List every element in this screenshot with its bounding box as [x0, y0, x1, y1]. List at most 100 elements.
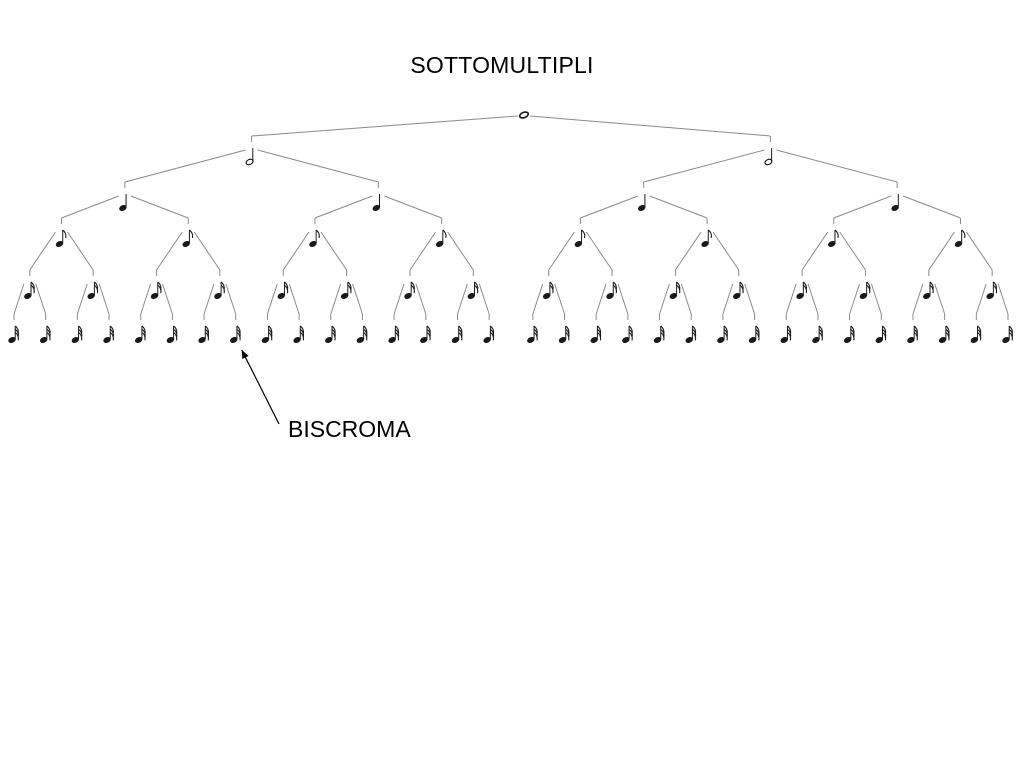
tree-branch	[266, 283, 278, 315]
tree-branch	[595, 283, 607, 315]
semiquaver-icon	[733, 281, 744, 300]
demisemiquaver-icon	[558, 325, 570, 344]
demisemiquaver-icon	[685, 325, 697, 344]
tree-branch	[617, 283, 629, 315]
tree-branch	[352, 283, 363, 315]
semiquaver-icon	[87, 281, 99, 300]
demisemiquaver-icon	[166, 325, 178, 344]
tree-branch	[849, 283, 860, 315]
slide-title: SOTTOMULTIPLI	[410, 52, 594, 78]
tree-branch	[680, 283, 692, 315]
demisemiquaver-icon	[103, 325, 114, 344]
demisemiquaver-icon	[420, 325, 431, 344]
tree-branch	[712, 231, 740, 271]
tree-branch	[140, 283, 152, 315]
semibreve-icon	[518, 111, 530, 119]
demisemiquaver-icon	[590, 325, 602, 344]
tree-branch	[833, 195, 892, 219]
semiquaver-icon	[150, 281, 162, 300]
tree-branch	[529, 115, 771, 137]
demisemiquaver-icon	[293, 325, 305, 344]
tree-branch	[674, 231, 702, 271]
tree-branch	[314, 195, 373, 219]
semiquaver-icon	[214, 281, 225, 300]
tree-branch	[384, 195, 442, 219]
tree-branch	[532, 283, 544, 315]
tree-branch	[124, 149, 246, 183]
quaver-icon	[309, 229, 320, 248]
semiquaver-icon	[923, 281, 934, 300]
tree-branch	[548, 231, 575, 271]
tree-branch	[130, 195, 189, 219]
demisemiquaver-icon	[843, 325, 855, 344]
tree-branch	[330, 283, 342, 315]
crotchet-icon	[637, 194, 646, 212]
demisemiquaver-icon	[717, 325, 728, 344]
tree-branch	[997, 283, 1009, 315]
tree-branch	[785, 283, 797, 315]
semiquaver-icon	[404, 281, 415, 300]
callout-arrow	[241, 349, 280, 425]
tree-branch	[35, 283, 47, 315]
tree-branch	[225, 283, 237, 315]
tree-branch	[659, 283, 670, 315]
demisemiquaver-icon	[198, 325, 210, 344]
semiquaver-icon	[24, 281, 35, 300]
tree-branch	[966, 231, 993, 271]
tree-branch	[156, 231, 183, 271]
tree-branches	[13, 115, 1009, 320]
tree-branch	[744, 283, 756, 315]
tree-branch	[67, 231, 94, 271]
demisemiquaver-icon	[622, 325, 633, 344]
tree-branch	[29, 231, 56, 271]
tree-branch	[282, 231, 310, 271]
demisemiquaver-icon	[527, 325, 538, 344]
tree-branch	[554, 283, 565, 315]
tree-branch	[870, 283, 882, 315]
demisemiquaver-icon	[483, 325, 495, 344]
crotchet-icon	[372, 194, 381, 212]
semiquaver-icon	[467, 281, 479, 300]
demisemiquaver-icon	[970, 325, 982, 344]
tree-branch	[393, 283, 405, 315]
demisemiquaver-icon	[748, 325, 760, 344]
tree-branch	[902, 195, 961, 219]
semiquaver-icon	[859, 281, 871, 300]
tree-branch	[912, 283, 924, 315]
tree-branch	[13, 283, 25, 315]
tree-branch	[320, 231, 348, 271]
tree-branch	[975, 283, 987, 315]
quaver-icon	[701, 229, 713, 248]
tree-branch	[643, 149, 765, 183]
quaver-icon	[828, 229, 839, 248]
minim-icon	[245, 148, 254, 166]
semiquaver-icon	[542, 281, 554, 300]
tree-branch	[928, 231, 955, 271]
tree-branch	[934, 283, 946, 315]
demisemiquaver-icon	[325, 325, 336, 344]
tree-branch	[457, 283, 468, 315]
tree-branch	[76, 283, 88, 315]
tree-branch	[478, 283, 490, 315]
demisemiquaver-icon	[8, 325, 19, 344]
demisemiquaver-icon	[134, 325, 146, 344]
semiquaver-icon	[986, 281, 998, 300]
semiquaver-icon	[796, 281, 808, 300]
tree-branch	[447, 231, 474, 271]
demisemiquaver-icon	[356, 325, 368, 344]
tree-branch	[585, 231, 613, 271]
tree-branch	[580, 195, 638, 219]
tree-branch	[649, 195, 708, 219]
demisemiquaver-icon	[261, 325, 273, 344]
quaver-icon	[182, 229, 194, 248]
semiquaver-icon	[340, 281, 352, 300]
semiquaver-icon	[669, 281, 681, 300]
demisemiquaver-icon	[780, 325, 792, 344]
tree-branch	[409, 231, 437, 271]
semiquaver-icon	[606, 281, 617, 300]
tree-branch	[801, 231, 829, 271]
crotchet-icon	[891, 194, 899, 212]
tree-branch	[251, 115, 519, 137]
